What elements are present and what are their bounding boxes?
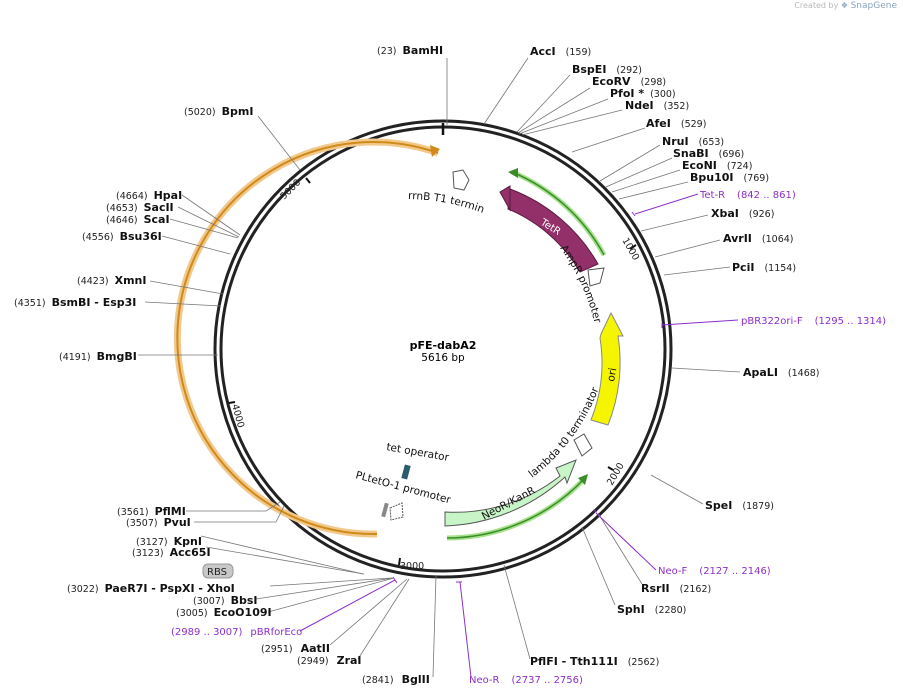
tick-label-3000: 3000 bbox=[400, 561, 424, 572]
enzyme-label: (4664)HpaI bbox=[116, 189, 182, 202]
tick-4000 bbox=[228, 401, 236, 404]
enzyme-label: (3507)PvuI bbox=[126, 516, 191, 529]
enzyme-label: (3561)PflMI bbox=[117, 505, 186, 518]
neo-kanr-feature bbox=[444, 459, 577, 527]
tick-1000 bbox=[629, 244, 637, 250]
tet-operator-box bbox=[401, 464, 411, 480]
plasmid-name: pFE-dabA2 bbox=[410, 339, 477, 352]
enzyme-label: XbaI(926) bbox=[711, 207, 774, 220]
enzyme-label: NruI(653) bbox=[662, 135, 724, 148]
enzyme-label: AvrII(1064) bbox=[723, 232, 794, 245]
pltet-promoter-arrow bbox=[389, 502, 404, 521]
primer-label: Tet-R(842 .. 861) bbox=[699, 190, 796, 201]
enzyme-label: (2949)ZraI bbox=[297, 654, 362, 667]
enzyme-label: (4351)BsmBI - Esp3I bbox=[14, 296, 136, 309]
snapgene-brand: SnapGene bbox=[850, 1, 897, 11]
tick-3000 bbox=[398, 557, 401, 566]
created-by-text: Created by bbox=[794, 1, 839, 10]
primer-label: Neo-F(2127 .. 2146) bbox=[658, 566, 771, 577]
tet-operator-label: tet operator bbox=[385, 441, 450, 464]
rrnb-terminator-arrow bbox=[452, 169, 470, 191]
enzyme-label: (4423)XmnI bbox=[77, 274, 146, 287]
enzyme-label: EcoRV(298) bbox=[592, 75, 666, 88]
enzyme-label: AccI(159) bbox=[530, 45, 591, 58]
enzyme-label: Bpu10I(769) bbox=[690, 171, 769, 184]
ampr-promoter-arrow bbox=[587, 267, 605, 287]
enzyme-label: (2951)AatII bbox=[261, 642, 330, 655]
ori-feature bbox=[590, 311, 624, 426]
enzyme-label: RsrII(2162) bbox=[641, 582, 711, 595]
primer-label: Neo-R(2737 .. 2756) bbox=[469, 675, 583, 686]
pltet-promoter-box bbox=[381, 502, 389, 518]
tick-2000 bbox=[607, 466, 614, 471]
enzyme-label: (23)BamHI bbox=[377, 44, 443, 57]
enzyme-label: (4653)SacII bbox=[106, 201, 174, 214]
primer-labels: Tet-R(842 .. 861) pBR322ori-F(1295 .. 13… bbox=[171, 190, 886, 686]
plasmid-length: 5616 bp bbox=[421, 352, 465, 364]
enzyme-label: AfeI(529) bbox=[646, 117, 706, 130]
enzyme-label: (4646)ScaI bbox=[106, 213, 170, 226]
bla-feature-arrow bbox=[176, 141, 439, 536]
enzyme-label: (3005)EcoO109I bbox=[176, 606, 272, 619]
ori-label: ori bbox=[605, 367, 619, 383]
enzyme-label: SphI(2280) bbox=[617, 603, 686, 616]
enzyme-label: (3123)Acc65I bbox=[132, 546, 211, 559]
enzyme-label: (3022)PaeR7I - PspXI - XhoI bbox=[67, 582, 235, 595]
enzyme-label: (4191)BmgBI bbox=[59, 350, 137, 363]
enzyme-label: SpeI(1879) bbox=[705, 499, 774, 512]
enzyme-label: NdeI(352) bbox=[625, 99, 689, 112]
enzyme-label: PfoI *(300) bbox=[610, 87, 676, 100]
primer-label: pBR322ori-F(1295 .. 1314) bbox=[741, 316, 886, 327]
enzyme-label: (4556)Bsu36I bbox=[82, 230, 162, 243]
tick-label-2000: 2000 bbox=[605, 461, 627, 487]
enzyme-label: (3127)KpnI bbox=[136, 535, 202, 548]
rbs-label: RBS bbox=[207, 567, 227, 578]
primer-leaders bbox=[299, 193, 739, 678]
backbone-outer-circle bbox=[213, 119, 673, 579]
tetr-feature bbox=[507, 188, 599, 273]
lambda-terminator-arrow bbox=[573, 433, 593, 457]
enzyme-label: (2841)BglII bbox=[362, 673, 430, 686]
enzyme-labels: (23)BamHI AccI(159) BspEI(292) EcoRV(298… bbox=[14, 44, 820, 686]
enzyme-label: EcoNI(724) bbox=[682, 159, 752, 172]
enzyme-leaders bbox=[138, 57, 741, 678]
snapgene-logo-icon: ❖ bbox=[840, 1, 849, 10]
rbs-box bbox=[202, 563, 234, 579]
enzyme-label: SnaBI(696) bbox=[673, 147, 744, 160]
bla-arrow-head bbox=[430, 145, 440, 157]
enzyme-label: (3007)BbsI bbox=[193, 594, 258, 607]
feature-layer: TetR AmpR promoter rrnB T1 terminator or… bbox=[0, 0, 624, 579]
enzyme-label: BspEI(292) bbox=[572, 63, 642, 76]
enzyme-label: PciI(1154) bbox=[732, 261, 796, 274]
snapgene-watermark: Created by ❖ SnapGene bbox=[794, 1, 897, 11]
tick-5000 bbox=[305, 177, 311, 184]
primer-label: (2989 .. 3007)pBRforEco bbox=[171, 627, 302, 638]
enzyme-label: PflFI - Tth111I(2562) bbox=[530, 655, 659, 668]
enzyme-label: ApaLI(1468) bbox=[743, 366, 820, 379]
enzyme-label: (5020)BpmI bbox=[184, 105, 253, 118]
